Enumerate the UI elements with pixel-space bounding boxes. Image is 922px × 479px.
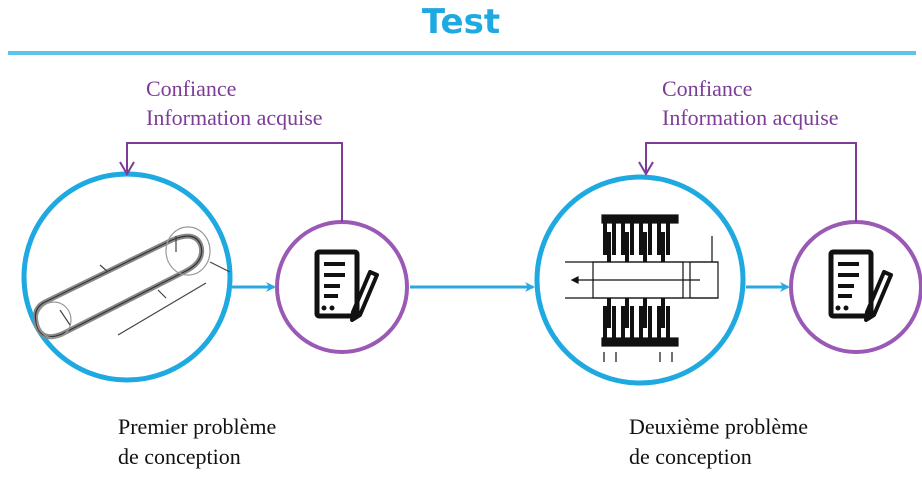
belt-drive-sketch xyxy=(32,226,231,340)
feedback-label-1: Confiance Information acquise xyxy=(146,74,323,132)
caption-problem-2: Deuxième problème de conception xyxy=(629,412,808,472)
problem-circle-1 xyxy=(21,171,233,383)
document-pen-icon xyxy=(828,249,893,322)
feedback-arrow-1 xyxy=(119,142,343,222)
test-circle-2 xyxy=(789,220,922,354)
caption-line: Premier problème xyxy=(118,414,277,439)
feedback-confidence: Confiance xyxy=(662,76,753,101)
caption-line: de conception xyxy=(118,444,241,469)
document-pen-icon xyxy=(314,249,379,322)
title-divider xyxy=(8,51,916,55)
feedback-information: Information acquise xyxy=(146,105,323,130)
caption-line: Deuxième problème xyxy=(629,414,808,439)
feedback-information: Information acquise xyxy=(662,105,839,130)
caption-line: de conception xyxy=(629,444,752,469)
page-title: Test xyxy=(421,2,501,42)
problem-circle-2 xyxy=(534,174,746,386)
test-circle-1 xyxy=(275,220,409,354)
feedback-confidence: Confiance xyxy=(146,76,237,101)
feedback-arrow-2 xyxy=(638,142,857,222)
comb-structure-sketch xyxy=(565,214,719,362)
feedback-label-2: Confiance Information acquise xyxy=(662,74,839,132)
caption-problem-1: Premier problème de conception xyxy=(118,412,276,472)
